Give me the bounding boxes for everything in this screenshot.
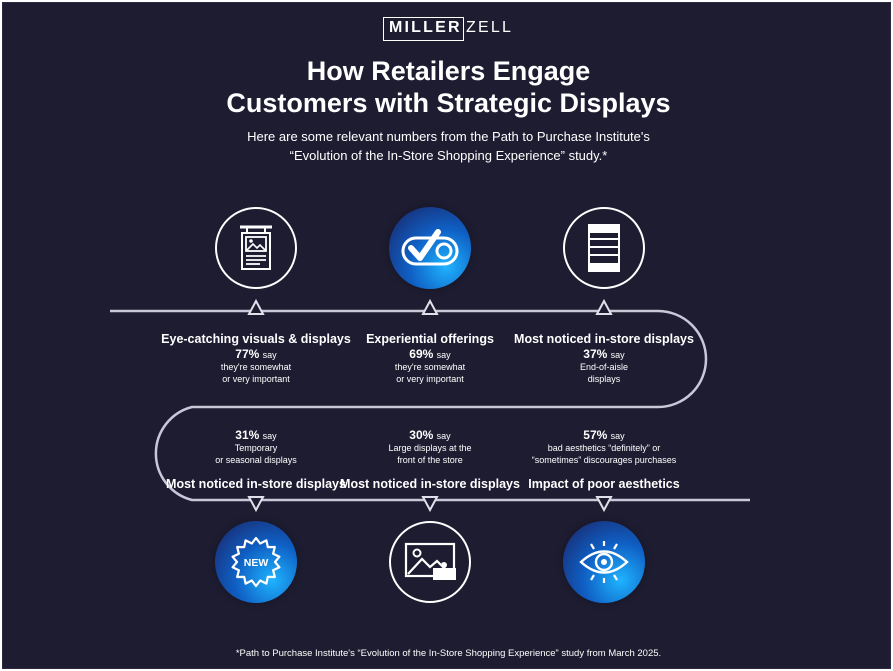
marker-top-1 xyxy=(247,298,265,315)
stat-desc-1: bad aesthetics “definitely” or xyxy=(547,443,661,453)
stat-percent: 37% xyxy=(583,347,608,361)
stat-desc-2: or seasonal displays xyxy=(215,454,297,465)
eye-icon-circle xyxy=(563,521,645,603)
stat-desc-2: or very important xyxy=(222,373,290,384)
brand-logo: MILLER ZELL xyxy=(383,17,514,41)
subtitle-line-1: Here are some relevant numbers from the … xyxy=(247,129,650,144)
subtitle-line-2: “Evolution of the In-Store Shopping Expe… xyxy=(289,148,608,163)
new-badge-icon: NEW xyxy=(231,536,281,588)
marker-bottom-3 xyxy=(595,496,613,513)
title-line-1: How Retailers Engage xyxy=(306,56,591,86)
eye-icon xyxy=(579,541,629,583)
stat-say: say xyxy=(610,350,625,360)
stat-top-3: Most noticed in-store displays 37% say E… xyxy=(509,331,699,385)
starburst-shape xyxy=(231,536,281,588)
poster-icon-circle xyxy=(215,207,297,289)
stat-bottom-3: 57% say bad aesthetics “definitely” or “… xyxy=(509,428,699,492)
stat-say: say xyxy=(262,431,277,441)
stat-percent: 57% xyxy=(583,428,608,442)
marker-top-2 xyxy=(421,298,439,315)
footnote: *Path to Purchase Institute's “Evolution… xyxy=(235,648,662,659)
shelf-icon-circle xyxy=(563,207,645,289)
marker-top-3 xyxy=(595,298,613,315)
image-display-icon xyxy=(404,542,456,580)
stat-top-1: Eye-catching visuals & displays 77% say … xyxy=(161,331,351,385)
stat-percent-line: 31% say xyxy=(161,428,351,443)
stat-percent: 31% xyxy=(235,428,260,442)
marker-bottom-2 xyxy=(421,496,439,513)
marker-bottom-1 xyxy=(247,496,265,513)
badge-text: NEW xyxy=(244,557,269,569)
stat-desc-2: front of the store xyxy=(397,454,463,465)
check-toggle-icon-circle xyxy=(389,207,471,289)
stat-say: say xyxy=(262,350,277,360)
stat-say: say xyxy=(436,431,451,441)
poster-icon xyxy=(240,225,272,270)
stat-percent: 30% xyxy=(409,428,434,442)
stat-percent-line: 69% say xyxy=(335,347,525,362)
stat-heading: Most noticed in-store displays xyxy=(514,332,694,346)
stat-percent: 77% xyxy=(235,347,260,361)
stat-desc-1: Temporary xyxy=(234,443,278,453)
page-subtitle: Here are some relevant numbers from the … xyxy=(2,127,891,165)
stat-desc-1: End-of-aisle xyxy=(579,362,629,372)
stat-heading: Impact of poor aesthetics xyxy=(528,477,680,491)
page-title: How Retailers Engage Customers with Stra… xyxy=(2,55,891,119)
logo-box xyxy=(383,17,464,41)
stat-percent-line: 37% say xyxy=(509,347,699,362)
stat-heading: Most noticed in-store displays xyxy=(340,477,520,491)
title-line-2: Customers with Strategic Displays xyxy=(226,88,671,118)
stat-desc-1: they're somewhat xyxy=(394,362,466,372)
stat-bottom-2: 30% say Large displays at the front of t… xyxy=(335,428,525,492)
stat-percent-line: 57% say xyxy=(509,428,699,443)
stat-top-2: Experiential offerings 69% say they're s… xyxy=(335,331,525,385)
stat-heading: Most noticed in-store displays xyxy=(166,477,346,491)
stat-desc-1: Large displays at the xyxy=(388,443,472,453)
stat-say: say xyxy=(436,350,451,360)
stat-bottom-1: 31% say Temporary or seasonal displays M… xyxy=(161,428,351,492)
check-toggle-icon xyxy=(401,229,459,266)
stat-heading: Eye-catching visuals & displays xyxy=(161,332,351,346)
image-display-icon-circle xyxy=(389,521,471,603)
stat-percent-line: 30% say xyxy=(335,428,525,443)
stat-heading: Experiential offerings xyxy=(366,332,494,346)
shelf-icon xyxy=(588,224,620,272)
stat-desc-2: or very important xyxy=(396,373,464,384)
stat-percent: 69% xyxy=(409,347,434,361)
stat-desc-1: they're somewhat xyxy=(220,362,292,372)
stat-desc-2: displays xyxy=(587,373,621,384)
logo-text-zell: ZELL xyxy=(466,19,514,36)
new-badge-icon-circle: NEW xyxy=(215,521,297,603)
stat-desc-2: “sometimes” discourages purchases xyxy=(531,454,677,465)
logo-text-miller: MILLER xyxy=(389,19,462,36)
stat-say: say xyxy=(610,431,625,441)
timeline-line xyxy=(110,309,750,502)
stat-percent-line: 77% say xyxy=(161,347,351,362)
